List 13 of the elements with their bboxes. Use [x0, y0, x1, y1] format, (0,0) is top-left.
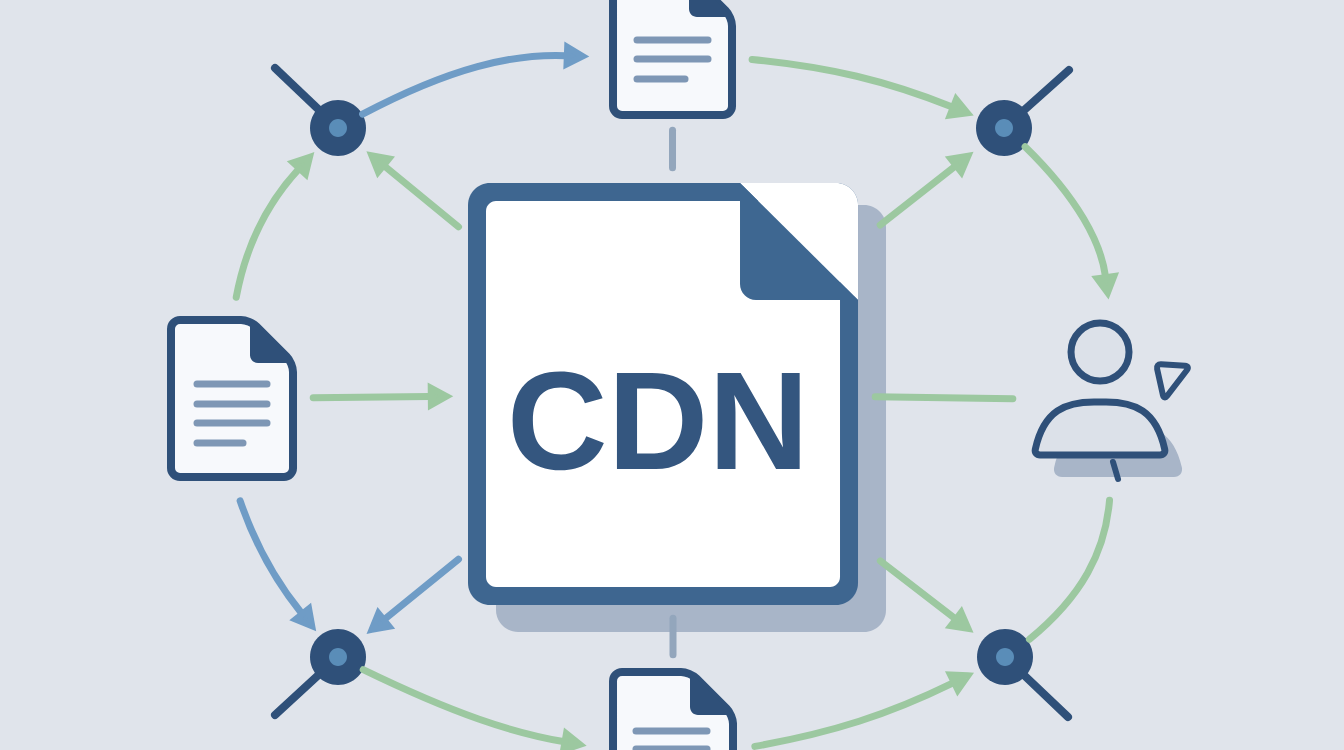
network-node — [976, 66, 1073, 156]
connector-line — [669, 614, 677, 659]
document-card: CDN — [468, 183, 886, 632]
network-node — [271, 629, 366, 719]
network-node — [977, 629, 1072, 721]
connector-line — [1025, 496, 1114, 643]
network-node — [271, 64, 366, 156]
connector-line — [669, 126, 676, 172]
document-icon — [609, 668, 737, 750]
connector-line — [871, 393, 1017, 403]
document-icon — [609, 0, 736, 119]
document-icon — [167, 316, 297, 481]
person-icon — [1031, 319, 1191, 482]
